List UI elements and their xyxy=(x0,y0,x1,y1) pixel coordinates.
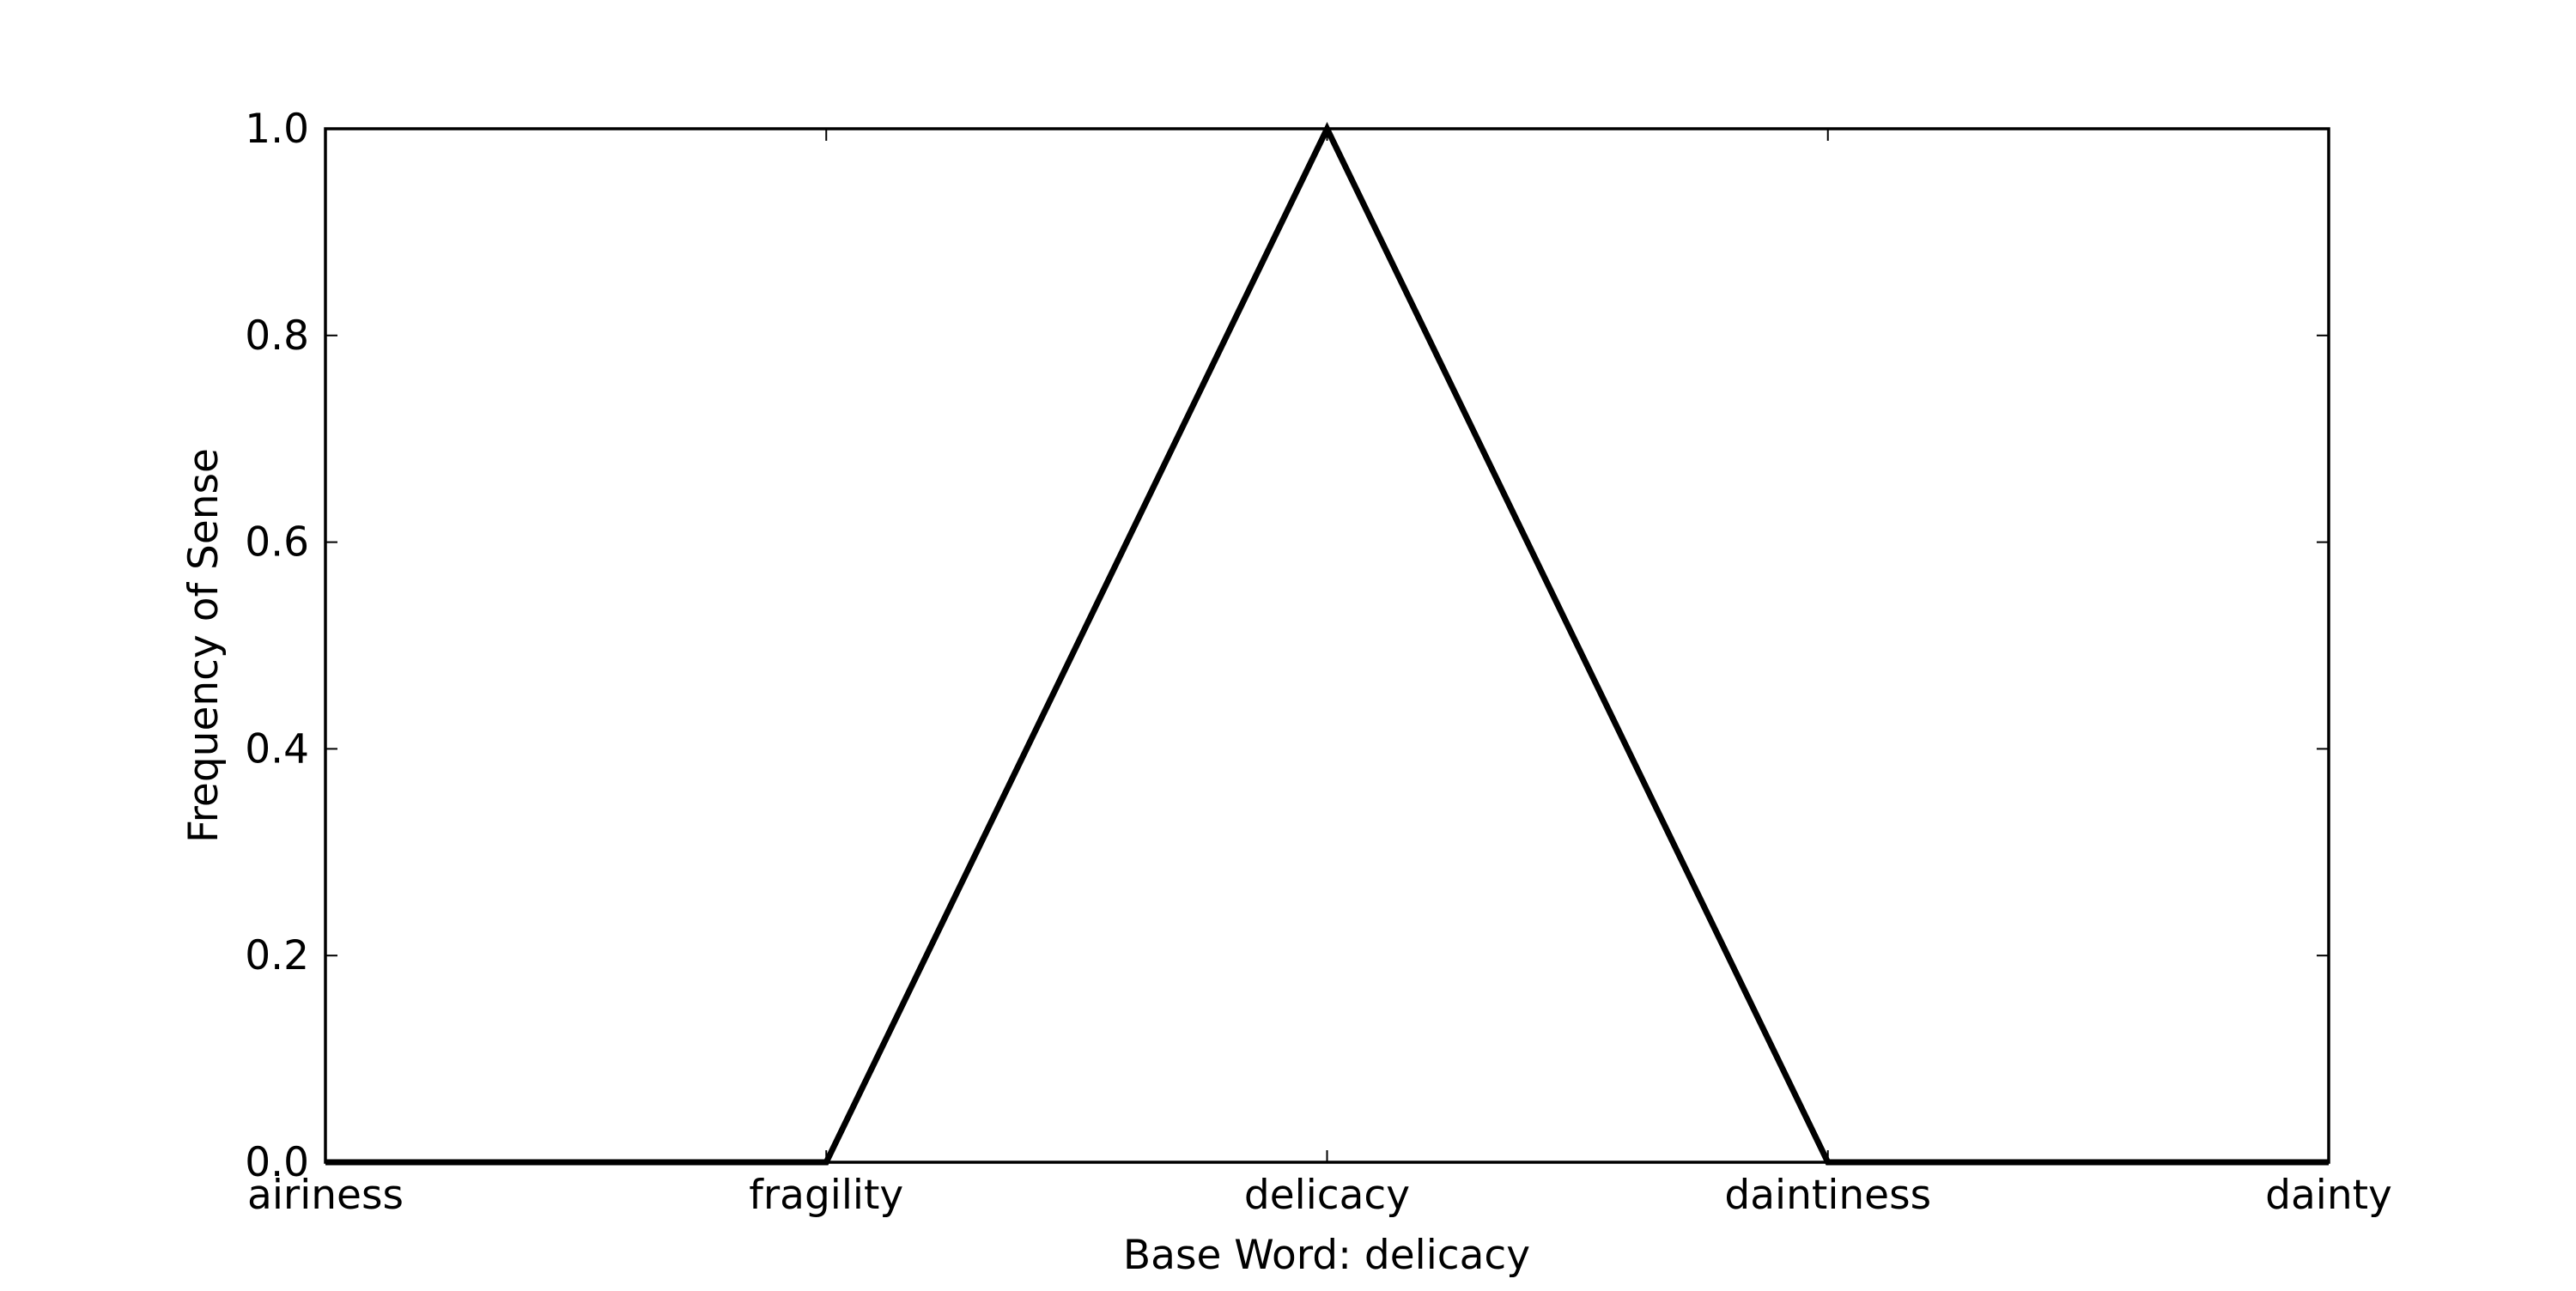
x-axis-label: Base Word: delicacy xyxy=(1123,1232,1530,1279)
x-tick-label: fragility xyxy=(749,1172,903,1219)
y-tick-label: 0.0 xyxy=(245,1139,309,1186)
tick-labels: airiness fragility delicacy daintiness daint… xyxy=(245,106,2392,1219)
series-line-0 xyxy=(325,121,2329,1166)
y-tick-label: 1.0 xyxy=(245,106,309,153)
y-tick-label: 0.6 xyxy=(245,519,309,567)
y-axis-label: Frequency of Sense xyxy=(180,448,228,843)
x-tick-label: daintiness xyxy=(1724,1172,1931,1219)
x-tick-label: dainty xyxy=(2265,1172,2392,1219)
y-tick-label: 0.4 xyxy=(245,725,309,773)
x-tick-label: airiness xyxy=(247,1172,404,1219)
y-tick-label: 0.8 xyxy=(245,312,309,360)
y-tick-label: 0.2 xyxy=(245,932,309,979)
x-tick-label: delicacy xyxy=(1244,1172,1410,1219)
tick-marks xyxy=(325,128,2330,1163)
series-layer xyxy=(325,121,2329,1166)
plot-area-frame xyxy=(324,127,2330,1164)
